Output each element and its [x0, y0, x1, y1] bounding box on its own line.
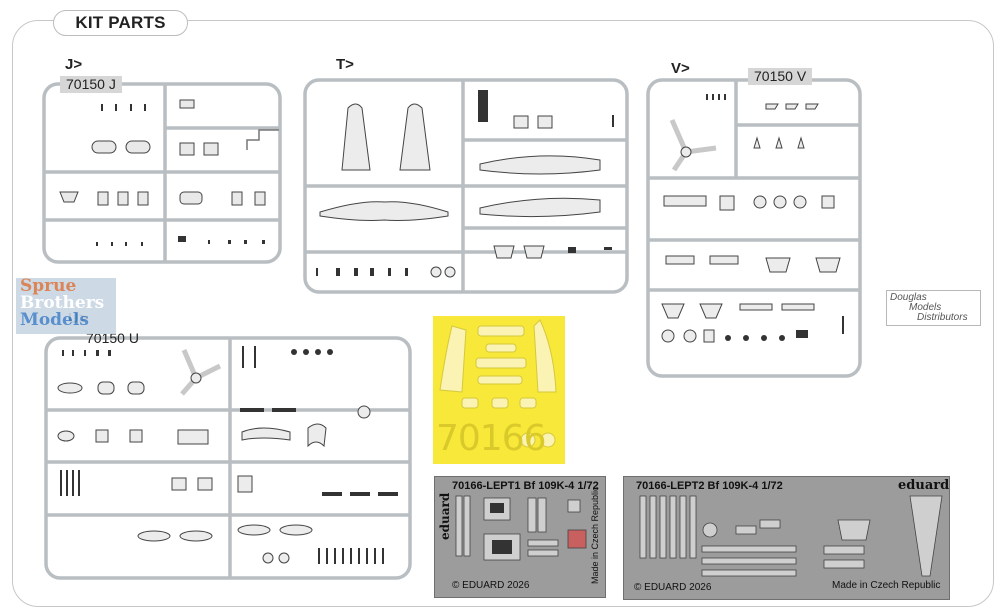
pe2-title: 70166-LEPT2 Bf 109K-4 1/72 [636, 480, 783, 492]
sprue-t-label: T> [336, 56, 354, 73]
photo-etch-fret-2 [623, 476, 950, 600]
sprue-j-code: 70150 J [60, 76, 122, 93]
kit-parts-tab: KIT PARTS [53, 10, 188, 36]
page-title: KIT PARTS [75, 13, 166, 32]
douglas-models-logo: Douglas Models Distributors [886, 290, 981, 326]
pe2-footer: © EDUARD 2026 [634, 582, 712, 593]
sprue-v-code: 70150 V [748, 68, 813, 85]
pe1-footer: © EDUARD 2026 [452, 580, 530, 591]
pe2-made-in: Made in Czech Republic [832, 580, 941, 591]
sprue-j-label: J> [65, 56, 83, 73]
kit-parts-frame [12, 20, 994, 607]
sprue-u-frame [44, 336, 412, 580]
mask-number: 70166 [436, 418, 547, 459]
pe2-brand: eduard [898, 478, 950, 493]
pe1-title: 70166-LEPT1 Bf 109K-4 1/72 [452, 480, 599, 492]
sprue-brothers-watermark: Sprue Brothers Models [16, 278, 116, 334]
sprue-v-label: V> [671, 60, 690, 77]
sprue-u-code: 70150 U [86, 330, 139, 346]
